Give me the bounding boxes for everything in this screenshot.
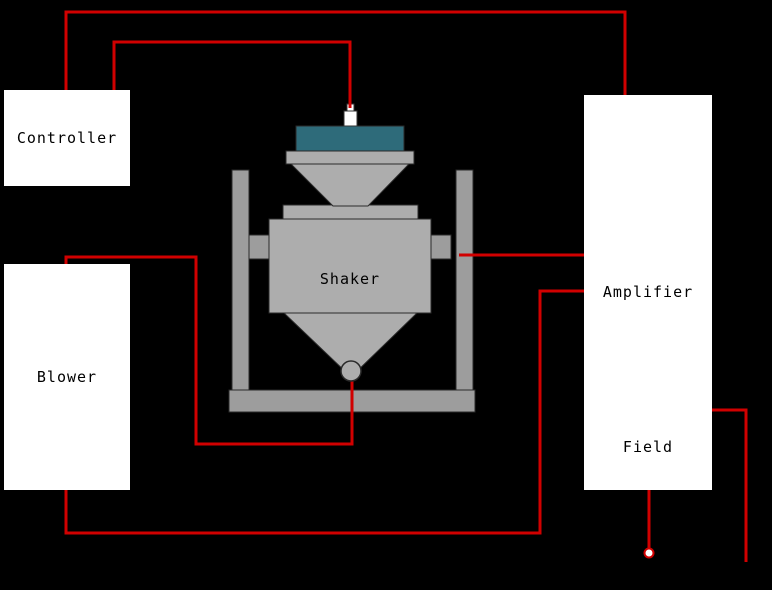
shaker-body [268,218,432,314]
controller-label: Controller [16,129,118,147]
shaker-left-trunnion [248,234,272,260]
wire-amplifier-to-blower [64,289,584,535]
shaker-lower-cone [282,312,419,378]
shaker-label: Shaker [319,270,381,288]
wire-controller-to-accelerometer [112,40,352,108]
amplifier-label: Amplifier [602,283,694,301]
wire-amplifier-output-right [712,408,748,562]
wire-controller-to-amplifier [64,10,627,95]
accelerometer-body [343,110,358,127]
shaker-right-trunnion [428,234,452,260]
blower-label: Blower [36,368,98,386]
field-label: Field [622,438,674,456]
head-expander-cone [289,163,411,207]
amplifier-box: Amplifier Field [584,95,712,490]
blower-box: Blower [4,264,130,490]
field-terminal [643,547,655,559]
head-expander-plate [285,150,415,165]
shaker-base-roller [340,360,362,382]
wire-blower-to-shaker-base [64,255,354,446]
shaker-armature-table [282,204,419,221]
controller-box: Controller [4,90,130,186]
test-fixture-block [295,125,405,152]
shaker-right-post [455,169,474,393]
shaker-left-post [231,169,250,393]
